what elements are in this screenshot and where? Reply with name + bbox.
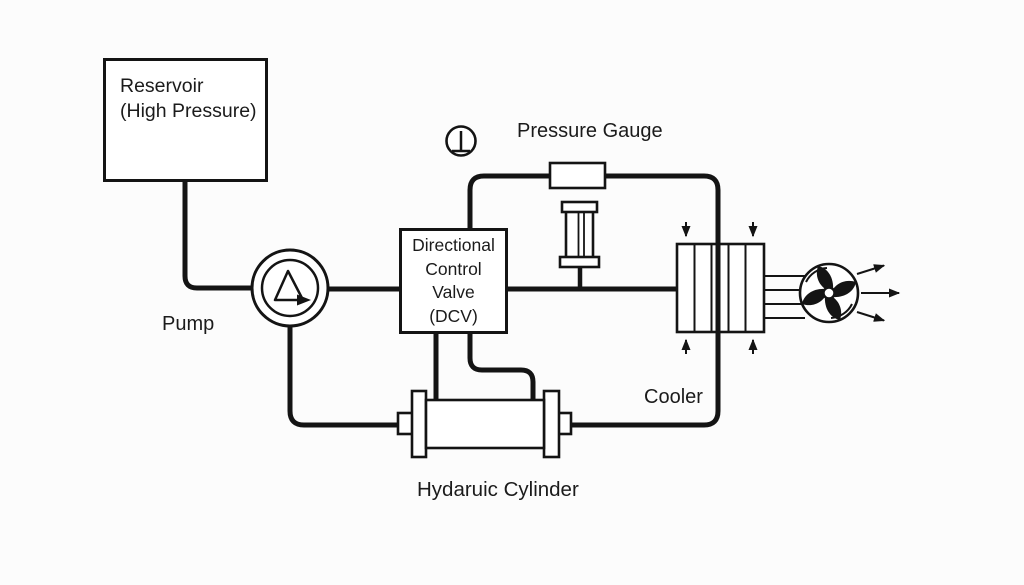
dcv-label-line3: Valve bbox=[432, 282, 475, 302]
dcv-label-line2: Control bbox=[425, 258, 482, 279]
pump-icon bbox=[250, 248, 330, 328]
pipe-dcv-to-gauge-cooler-return bbox=[467, 173, 721, 428]
pipe-dcv-to-cylinder-b bbox=[467, 333, 536, 402]
pressure-gauge-label: Pressure Gauge bbox=[517, 120, 663, 142]
reservoir-label-line2: (High Pressure) bbox=[120, 100, 257, 122]
cooler-flow-arrows bbox=[681, 222, 758, 354]
pipe-pump-to-cylinder bbox=[287, 327, 400, 428]
filter-icon bbox=[558, 200, 601, 288]
hydraulic-pipes bbox=[182, 173, 721, 428]
dcv-box: Directional Control Valve (DCV) bbox=[399, 228, 508, 334]
cooler-fan-link-lines bbox=[764, 275, 805, 319]
hydraulic-cylinder-label: Hydaruic Cylinder bbox=[417, 478, 579, 501]
reservoir-label-line1: Reservoir bbox=[120, 75, 204, 97]
pipe-reservoir-to-pump bbox=[182, 181, 252, 291]
dcv-label-line4: (DCV) bbox=[429, 305, 478, 326]
air-flow-arrows bbox=[856, 264, 901, 322]
cooler-label: Cooler bbox=[644, 386, 703, 408]
hydraulic-cylinder-icon bbox=[396, 389, 573, 459]
pump-label: Pump bbox=[162, 313, 215, 335]
dcv-label-line1: Directional bbox=[412, 235, 495, 255]
reservoir-box: Reservoir (High Pressure) bbox=[103, 58, 268, 182]
pressure-gauge-icon bbox=[445, 125, 477, 157]
fan-icon bbox=[798, 262, 860, 324]
pressure-gauge-body bbox=[548, 161, 607, 190]
